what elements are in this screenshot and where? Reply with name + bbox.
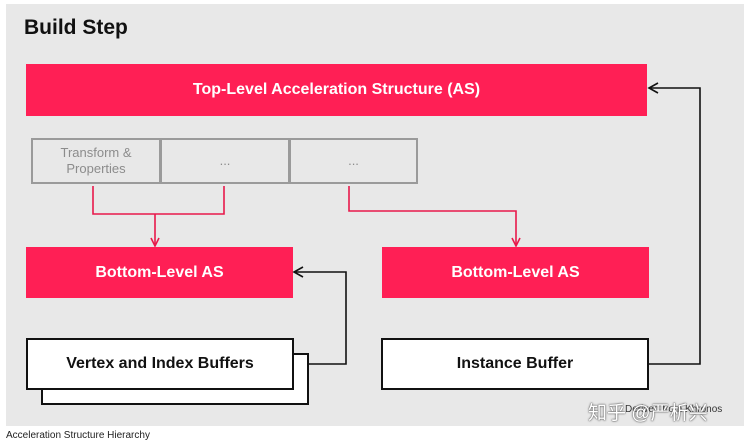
arrow-cells-to-blas-left <box>92 186 225 215</box>
vertex-index-buffers-box: Vertex and Index Buffers <box>26 338 294 390</box>
figure-caption: Acceleration Structure Hierarchy <box>6 430 150 441</box>
arrow-instance-buffer-to-tlas <box>647 82 701 365</box>
diagram-title: Build Step <box>24 16 128 39</box>
instance-cell-transform: Transform & Properties <box>31 138 161 184</box>
bottom-level-as-box-right: Bottom-Level AS <box>382 247 649 298</box>
bottom-level-as-box-left: Bottom-Level AS <box>26 247 293 298</box>
instance-cell-2: ... <box>160 138 290 184</box>
credit-text: Derived from Khronos <box>625 404 723 415</box>
arrow-vertex-buffers-to-blas <box>292 266 347 365</box>
instance-buffer-box: Instance Buffer <box>381 338 649 390</box>
instance-cell-3: ... <box>289 138 418 184</box>
arrow-cell-to-blas-right <box>348 186 516 246</box>
watermark-text: 知乎 @严析兴 <box>588 403 708 424</box>
top-level-as-box: Top-Level Acceleration Structure (AS) <box>26 64 647 116</box>
